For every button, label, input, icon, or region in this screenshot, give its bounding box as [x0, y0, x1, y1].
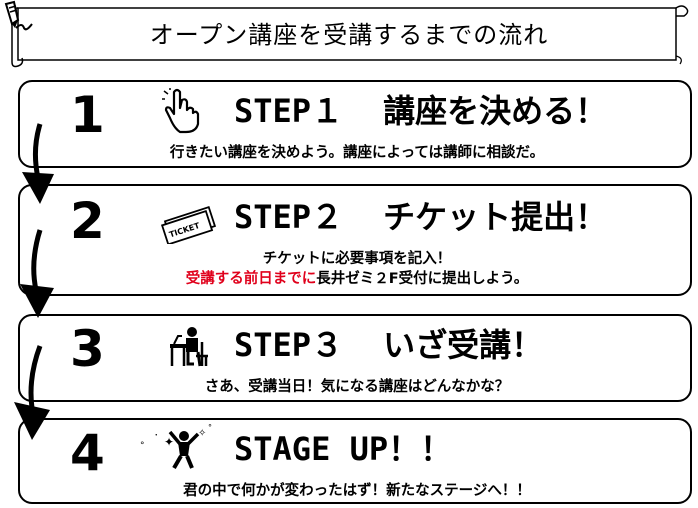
step-number: 2: [70, 192, 105, 250]
celebrating-person-icon: ° ･ ✦ ✧ °: [140, 424, 212, 470]
step-description: さあ、受講当日！気になる講座はどんなかな？: [204, 379, 510, 395]
step-heading: STEP３ いざ受講！: [234, 328, 543, 362]
step-heading: STEP１ 講座を決める！: [234, 94, 607, 128]
step-label: STAGE UP！！: [234, 430, 453, 468]
step-description: 君の中で何かが変わったはず！新たなステージへ！！: [183, 483, 531, 499]
step-title: いざ受講！: [383, 326, 544, 364]
deadline-rest: 長井ゼミ２F受付に提出しよう。: [316, 271, 529, 287]
step-heading: STEP２ チケット提出！: [234, 200, 607, 234]
svg-text:✦: ✦: [164, 435, 174, 449]
student-desk-icon: [170, 327, 208, 367]
step-title: チケット提出！: [383, 198, 608, 236]
pointing-hand-icon: [162, 88, 200, 134]
step-label: STEP２: [234, 198, 344, 236]
step-2-card: 2 TICKET STEP２ チケット提出！ チケットに必要事項を記入！ 受講する…: [18, 184, 692, 296]
step-1-card: 1 STEP１ 講座を決める！ 行きたい講座を決めよう。講座によっては講師に相談だ…: [18, 80, 692, 168]
step-description-line-1: チケットに必要事項を記入！: [262, 251, 452, 267]
svg-text:°: °: [140, 441, 145, 451]
step-number: 4: [70, 424, 105, 482]
page-title: オープン講座を受講するまでの流れ: [149, 21, 549, 49]
step-4-card: 4 ° ･ ✦ ✧ ° STAGE UP！！ 君の中で何かが変わったはず！新たな…: [18, 418, 692, 504]
ticket-icon: TICKET: [160, 205, 217, 244]
svg-text:°: °: [208, 424, 212, 432]
step-label: STEP３: [234, 326, 344, 364]
step-label: STEP１: [234, 92, 344, 130]
step-number: 3: [70, 320, 105, 378]
title-banner: オープン講座を受講するまでの流れ: [0, 0, 698, 68]
step-description: 行きたい講座を決めよう。講座によっては講師に相談だ。: [169, 145, 545, 161]
pencil-icon: [4, 0, 33, 31]
step-heading: STAGE UP！！: [234, 432, 452, 466]
svg-text:✧: ✧: [198, 428, 206, 439]
svg-text:･: ･: [154, 431, 159, 441]
scroll-banner-shape: [11, 5, 689, 68]
deadline-highlight: 受講する前日までに: [185, 271, 317, 287]
step-number: 1: [70, 86, 105, 144]
step-3-card: 3 STEP３ いざ受講！ さあ、受講当日！気になる講座はどんなかな？: [18, 314, 692, 402]
step-title: 講座を決める！: [383, 92, 608, 130]
step-description-line-2: 受講する前日までに長井ゼミ２F受付に提出しよう。: [20, 270, 694, 288]
